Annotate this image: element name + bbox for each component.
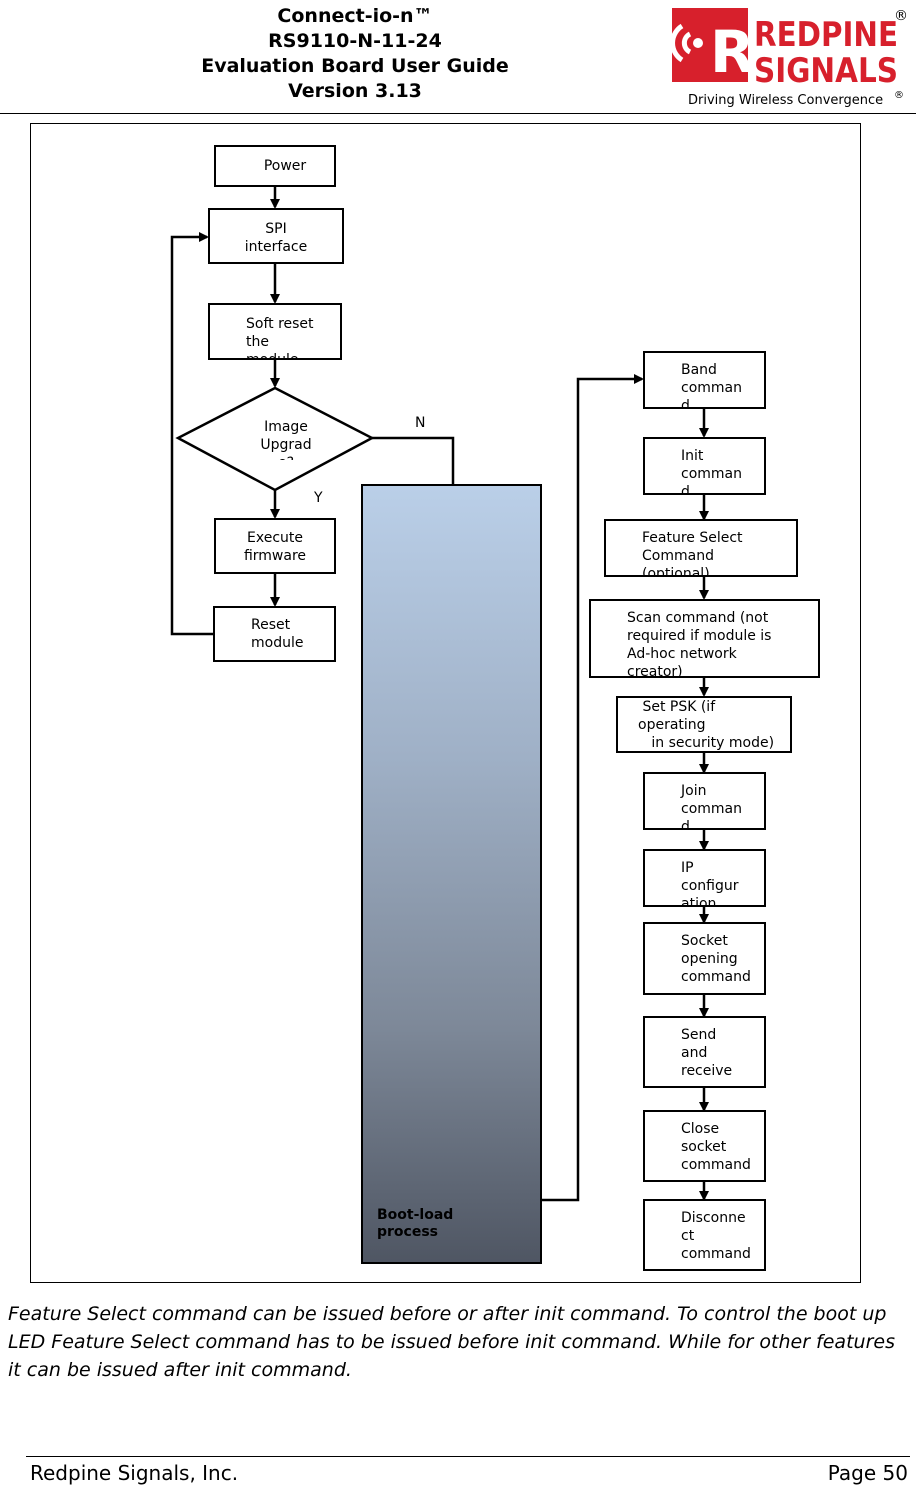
image-upgrade-diamond (175, 386, 375, 492)
flowchart-frame (30, 123, 861, 1283)
socket-opening-box: Socket opening command (643, 922, 766, 995)
logo-text-redpine: REDPINE (754, 15, 898, 55)
title-line-4: Version 3.13 (288, 80, 422, 102)
init-command-box: Init comman d (643, 437, 766, 495)
set-psk-box: Set PSK (if operating in security mode) (616, 696, 792, 753)
document-title: Connect-io-n™ RS9110-N-11-24 Evaluation … (150, 4, 560, 104)
title-line-1: Connect-io-n™ (277, 5, 433, 27)
redpine-logo: R REDPINE SIGNALS ® Driving Wireless Con… (670, 8, 908, 108)
header-rule (0, 113, 916, 114)
band-command-box: Band comman d (643, 351, 766, 409)
bootload-label: Boot-load process (377, 1207, 454, 1240)
feature-select-box: Feature Select Command (optional) (604, 519, 798, 577)
registered-mark-top: ® (894, 8, 908, 24)
logo-text-signals: SIGNALS (754, 51, 898, 91)
power-box: Power (214, 145, 336, 187)
title-line-3: Evaluation Board User Guide (201, 55, 509, 77)
footer-rule (26, 1456, 910, 1457)
ip-configuration-box: IP configur ation (643, 849, 766, 907)
close-socket-box: Close socket command (643, 1110, 766, 1182)
soft-reset-box: Soft reset the module (208, 303, 342, 360)
title-line-2: RS9110-N-11-24 (268, 30, 442, 52)
logo-r-glyph: R (710, 18, 755, 86)
logo-dot (693, 38, 703, 48)
footer-page-number: Page 50 (827, 1461, 908, 1485)
yes-branch-label: Y (314, 490, 323, 506)
execute-firmware-box: Execute firmware (214, 518, 336, 574)
disconnect-command-box: Disconne ct command (643, 1199, 766, 1271)
bootload-bar (361, 484, 542, 1264)
logo-tagline: Driving Wireless Convergence (688, 93, 883, 108)
scan-command-box: Scan command (not required if module is … (589, 599, 820, 678)
footer-company: Redpine Signals, Inc. (30, 1461, 239, 1485)
image-upgrade-label: Image Upgrad e? (260, 419, 312, 460)
wireless-waves-icon (670, 23, 692, 63)
no-branch-label: N (415, 415, 426, 431)
spi-interface-box: SPI interface (208, 208, 344, 264)
join-command-box: Join comman d (643, 772, 766, 830)
registered-mark-tagline: ® (894, 90, 904, 101)
send-receive-box: Send and receive (643, 1016, 766, 1088)
figure-caption: Feature Select command can be issued bef… (8, 1303, 895, 1381)
reset-module-box: Reset module (213, 606, 336, 662)
